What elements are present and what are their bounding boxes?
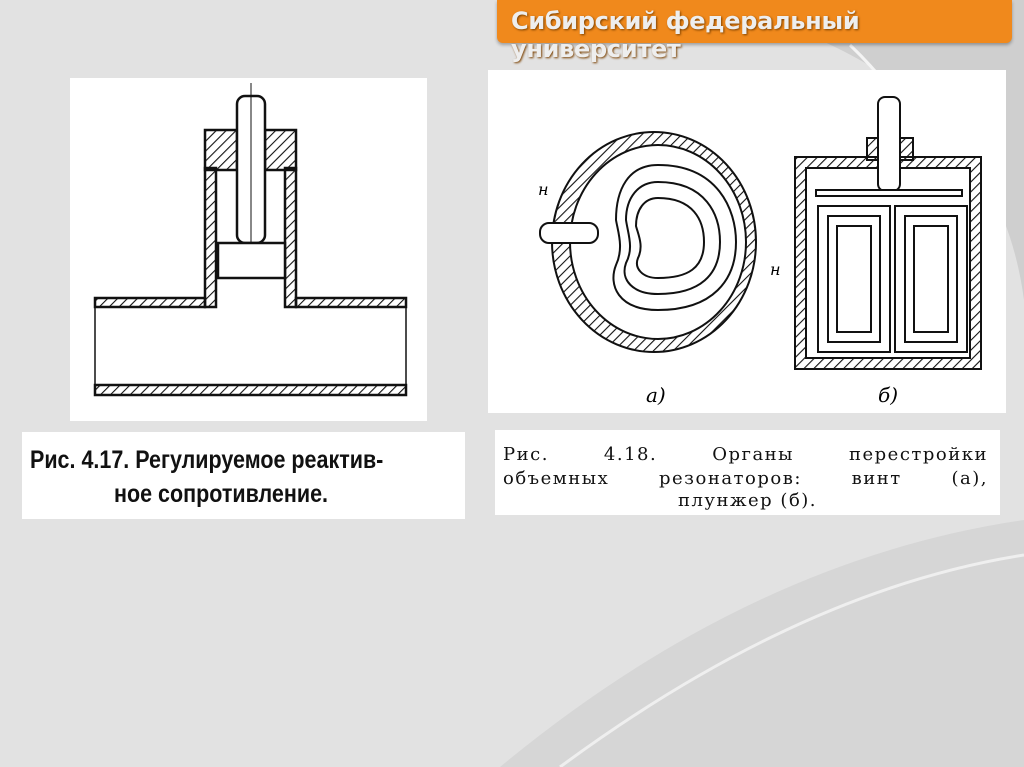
caption-word: объемных [503,468,610,489]
resonator-tuning-drawing: н а) н б) [538,96,982,407]
caption-word: винт [851,468,902,489]
subfigure-b-label: б) [878,383,898,407]
caption-word: перестройки [849,444,988,465]
header-banner: Сибирский федеральный университет [497,0,1012,63]
caption-word: (а), [951,468,988,489]
caption-line: плунжер (б). [677,490,818,511]
caption-word: 4.18. [603,444,658,465]
figure-4-17 [70,78,427,421]
h-field-label: н [538,180,549,199]
university-title: Сибирский федеральный университет [511,7,860,63]
figure-4-17-caption: Рис. 4.17. Регулируемое реактив- ное соп… [22,432,465,519]
h-field-label: н [770,260,781,279]
caption-word: резонаторов: [659,468,802,489]
caption-line: ное сопротивление. [114,480,329,508]
tee-junction-drawing [93,83,408,397]
figure-4-18: н а) н б) [488,70,1006,413]
caption-word: Органы [712,444,794,465]
caption-line: Рис. 4.17. Регулируемое реактив- [30,446,384,474]
caption-word: Рис. [503,444,549,465]
subfigure-a-label: а) [646,383,666,407]
figure-4-18-caption: Рис. 4.18. Органы перестройки объемных р… [495,430,1000,515]
